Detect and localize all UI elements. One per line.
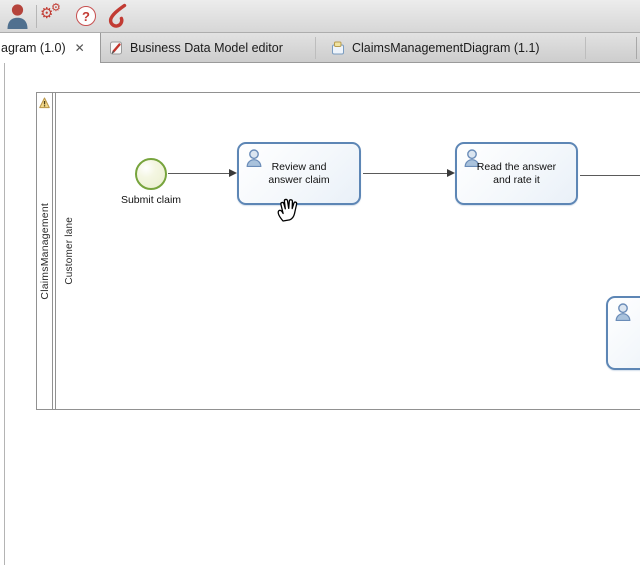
sequence-flow-3[interactable] xyxy=(580,175,640,176)
help-icon[interactable]: ? xyxy=(72,2,100,30)
main-toolbar: ⚙ ⚙ ? xyxy=(0,0,640,33)
pool-claims-management[interactable]: ClaimsManagement Customer lane xyxy=(36,92,640,410)
arrowhead-icon xyxy=(447,169,455,177)
tab-separator xyxy=(315,37,316,59)
diagram-icon xyxy=(331,41,345,55)
tab-label: ClaimsManagementDiagram (1.1) xyxy=(352,40,540,55)
editor-tabbar: agram (1.0) ✕ Business Data Model editor… xyxy=(0,33,640,63)
close-icon[interactable]: ✕ xyxy=(74,41,85,55)
bonitasoft-logo-icon[interactable] xyxy=(102,2,130,30)
task-read-answer-and-rate[interactable]: Read the answer and rate it xyxy=(455,142,578,205)
canvas-left-border xyxy=(4,63,5,565)
profile-icon[interactable] xyxy=(3,2,31,30)
lane-name-label: Customer lane xyxy=(63,217,75,285)
profile-icon-glyph xyxy=(7,4,28,29)
pool-header[interactable]: ClaimsManagement xyxy=(37,93,53,409)
tab-business-data-model[interactable]: Business Data Model editor xyxy=(101,33,315,62)
grab-hand-cursor-icon xyxy=(274,195,304,228)
diagram-canvas[interactable]: ClaimsManagement Customer lane Submit cl… xyxy=(0,63,640,565)
sequence-flow-1[interactable] xyxy=(168,173,229,174)
gear-large-glyph: ⚙ xyxy=(40,5,54,22)
arrowhead-icon xyxy=(229,169,237,177)
start-event-submit-claim[interactable] xyxy=(135,158,167,190)
help-question-glyph: ? xyxy=(76,6,96,26)
tab-claims-diagram-1-1[interactable]: ClaimsManagementDiagram (1.1) xyxy=(315,33,585,62)
sequence-flow-2[interactable] xyxy=(363,173,447,174)
gears-icon[interactable]: ⚙ ⚙ xyxy=(38,2,66,30)
lane-customer[interactable]: Customer lane xyxy=(55,93,640,409)
tab-label: agram (1.0) xyxy=(1,41,66,55)
toolbar-separator xyxy=(36,5,37,28)
task-review-and-answer-claim[interactable]: Review and answer claim xyxy=(237,142,361,205)
tab-claims-diagram-1-0[interactable]: agram (1.0) ✕ xyxy=(0,33,101,63)
pool-name-label: ClaimsManagement xyxy=(38,202,51,300)
tab-label: Business Data Model editor xyxy=(130,40,283,55)
human-task-user-icon xyxy=(246,149,262,172)
start-event-label: Submit claim xyxy=(120,194,182,206)
task-label: Review and answer claim xyxy=(268,160,330,186)
bdm-editor-icon xyxy=(109,40,123,55)
bonitasoft-logo-glyph xyxy=(108,3,127,28)
task-label: Read the answer and rate it xyxy=(476,160,557,186)
human-task-user-icon xyxy=(464,149,480,172)
lane-label-strip: Customer lane xyxy=(56,93,82,409)
window-edge-line xyxy=(636,37,637,59)
human-task-user-icon xyxy=(615,303,631,326)
gear-small-glyph: ⚙ xyxy=(51,2,61,14)
task-partially-visible[interactable] xyxy=(606,296,640,370)
tab-separator xyxy=(585,37,586,59)
warning-icon[interactable] xyxy=(39,96,50,114)
